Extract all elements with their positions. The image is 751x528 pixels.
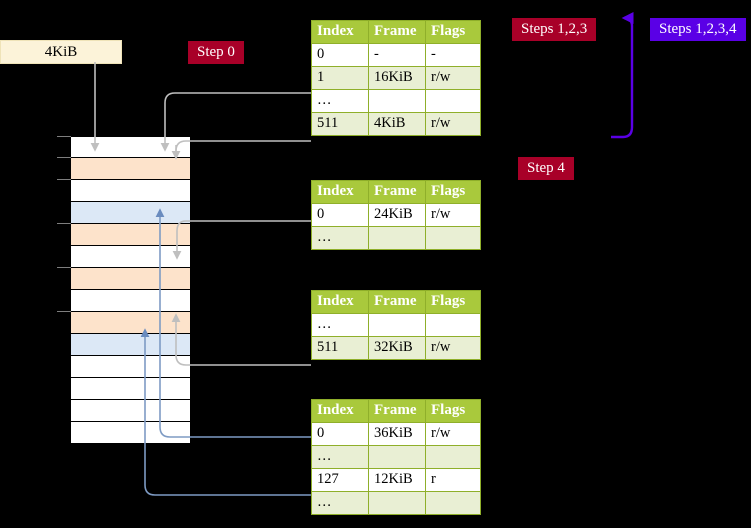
memory-frame-cell	[57, 267, 191, 290]
cell-flags: r	[425, 468, 481, 492]
badge-steps-123: Steps 1,2,3	[512, 18, 597, 41]
cell-frame	[368, 89, 426, 113]
cell-index: 0	[311, 203, 369, 227]
table-row: …	[311, 491, 481, 515]
cell-index: …	[311, 491, 369, 515]
cell-frame: 36KiB	[368, 422, 426, 446]
badge-step-4: Step 4	[518, 157, 574, 180]
column-header-flags: Flags	[425, 20, 481, 44]
memory-frame-cell	[70, 202, 191, 224]
table-row: …	[311, 445, 481, 469]
cell-frame: 4KiB	[368, 112, 426, 136]
cell-frame	[368, 445, 426, 469]
connector-steps-1234-loop	[611, 12, 634, 139]
cell-frame	[368, 226, 426, 250]
column-header-index: Index	[311, 180, 369, 204]
column-header-frame: Frame	[368, 399, 426, 423]
cell-frame	[368, 313, 426, 337]
cell-flags: r/w	[425, 112, 481, 136]
column-header-index: Index	[311, 20, 369, 44]
memory-frame-cell	[70, 334, 191, 356]
column-header-index: Index	[311, 290, 369, 314]
memory-frame-cell	[57, 311, 191, 334]
table-row: …	[311, 89, 481, 113]
connector-l2-32kib-to-memory	[171, 313, 311, 366]
memory-frame-cell	[57, 223, 191, 246]
cell-index: …	[311, 89, 369, 113]
cell-index: 127	[311, 468, 369, 492]
table-row: …	[311, 226, 481, 250]
column-header-frame: Frame	[368, 180, 426, 204]
cell-index: 511	[311, 336, 369, 360]
cell-index: 1	[311, 66, 369, 90]
connector-l4-to-memory-b	[171, 140, 311, 160]
memory-frame-cell	[70, 356, 191, 378]
memory-frame-cell	[70, 400, 191, 422]
physical-memory-column	[57, 136, 191, 444]
column-header-flags: Flags	[425, 290, 481, 314]
table-row: 0--	[311, 43, 481, 67]
cell-flags	[425, 313, 481, 337]
table-row: …	[311, 313, 481, 337]
memory-tick-mark	[57, 136, 71, 137]
memory-tick-mark	[57, 179, 71, 180]
cell-frame: 24KiB	[368, 203, 426, 227]
frame-size-callout: 4KiB	[0, 40, 122, 64]
memory-frame-cell	[70, 290, 191, 312]
cell-frame: 12KiB	[368, 468, 426, 492]
badge-step-0: Step 0	[188, 41, 244, 64]
cell-flags: r/w	[425, 203, 481, 227]
cell-frame: 16KiB	[368, 66, 426, 90]
memory-frame-cell	[57, 179, 191, 202]
cell-flags	[425, 445, 481, 469]
cell-flags: r/w	[425, 422, 481, 446]
cell-flags: r/w	[425, 336, 481, 360]
cell-frame: 32KiB	[368, 336, 426, 360]
column-header-index: Index	[311, 399, 369, 423]
column-header-frame: Frame	[368, 290, 426, 314]
cell-index: 0	[311, 422, 369, 446]
memory-tick-mark	[57, 223, 71, 224]
cell-index: …	[311, 445, 369, 469]
memory-tick-mark	[57, 157, 71, 158]
memory-tick-mark	[57, 267, 71, 268]
cell-flags: r/w	[425, 66, 481, 90]
column-header-flags: Flags	[425, 180, 481, 204]
cell-flags	[425, 226, 481, 250]
column-header-flags: Flags	[425, 399, 481, 423]
memory-tick-mark	[57, 311, 71, 312]
memory-frame-cell	[57, 157, 191, 180]
column-header-frame: Frame	[368, 20, 426, 44]
cell-flags	[425, 491, 481, 515]
cell-frame: -	[368, 43, 426, 67]
cell-index: …	[311, 226, 369, 250]
memory-frame-cell	[70, 246, 191, 268]
memory-frame-cell	[57, 136, 191, 158]
cell-index: 0	[311, 43, 369, 67]
memory-frame-cell	[70, 422, 191, 444]
cell-index: …	[311, 313, 369, 337]
connector-l3-24kib-to-memory	[172, 220, 311, 260]
cell-index: 511	[311, 112, 369, 136]
cell-flags: -	[425, 43, 481, 67]
cell-flags	[425, 89, 481, 113]
cell-frame	[368, 491, 426, 515]
memory-frame-cell	[70, 378, 191, 400]
badge-steps-1234: Steps 1,2,3,4	[650, 18, 746, 41]
